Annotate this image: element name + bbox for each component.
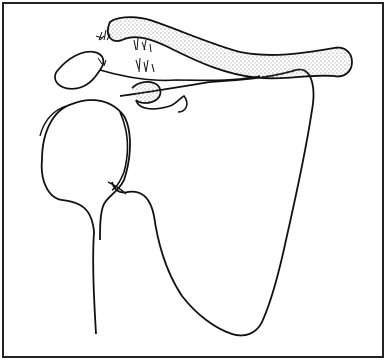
coracoclavicular-ligament-fibers [134, 38, 154, 72]
humeral-neck-line [40, 106, 66, 136]
coracoid-process [132, 82, 161, 103]
humeral-tubercle [108, 182, 126, 194]
humeral-head [42, 100, 130, 334]
scapula-body [112, 70, 313, 336]
acromion-process [55, 52, 103, 89]
